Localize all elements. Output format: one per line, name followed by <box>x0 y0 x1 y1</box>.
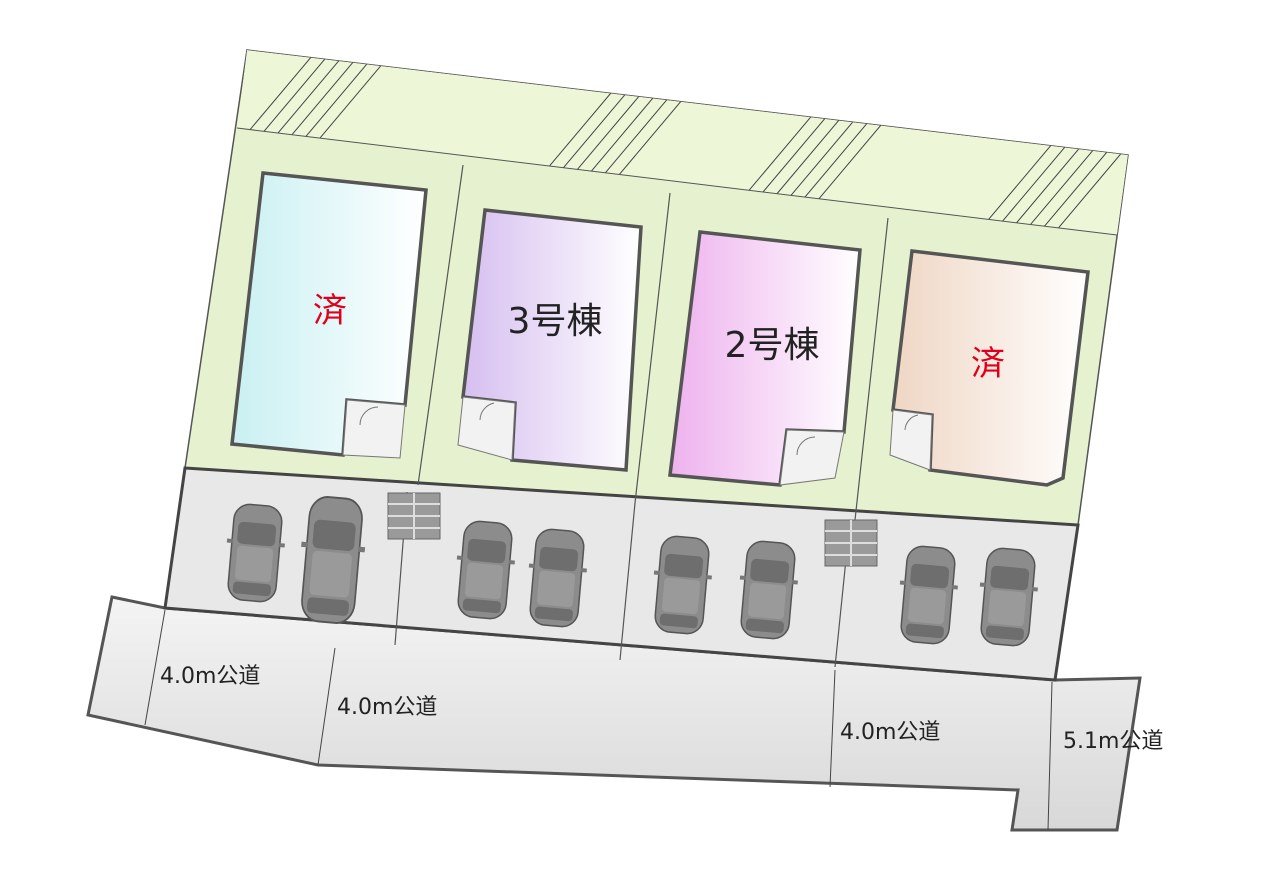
hatch-line <box>595 88 677 185</box>
hatch-line <box>295 52 377 149</box>
lot-dividers <box>394 164 889 668</box>
hatch-line <box>609 90 691 186</box>
hatch-line <box>309 54 391 151</box>
road-label-4: 5.1m公道 <box>1063 729 1163 754</box>
stairs-icon <box>387 492 441 540</box>
hatch-line <box>253 50 335 144</box>
hatch-line <box>781 110 863 207</box>
hatch-line <box>1007 137 1089 234</box>
hatch-line <box>993 135 1075 232</box>
road-label-2: 4.0m公道 <box>337 695 437 720</box>
hatch-line <box>553 83 635 180</box>
road-label-1: 4.0m公道 <box>160 664 260 689</box>
hatch-line <box>753 107 835 204</box>
hatch-line <box>239 50 321 142</box>
hatch-line <box>1021 139 1103 235</box>
lot-1-label: 済 <box>313 291 347 331</box>
entrance-porches <box>342 396 933 486</box>
road-label-3: 4.0m公道 <box>840 720 940 745</box>
stairs-icon <box>824 519 878 567</box>
hatch-line <box>979 134 1061 230</box>
road-dimension-lines <box>144 609 1053 831</box>
hatch-line <box>739 105 821 202</box>
hatch-line <box>767 109 849 205</box>
hatch-line <box>1049 142 1128 235</box>
hatch-line <box>795 112 877 209</box>
hatch-line <box>567 85 649 181</box>
hatch-line <box>1035 140 1117 235</box>
hatch-line <box>809 114 891 210</box>
hatch-line <box>281 51 363 147</box>
lot-4-label: 済 <box>971 344 1005 384</box>
lot-2-label: 3号棟 <box>508 301 603 342</box>
hatch-line <box>581 86 663 183</box>
hatched-strip <box>237 50 1128 235</box>
hatch-line <box>539 81 621 178</box>
hatch-line <box>267 50 349 146</box>
lot-3-label: 2号棟 <box>725 325 820 366</box>
